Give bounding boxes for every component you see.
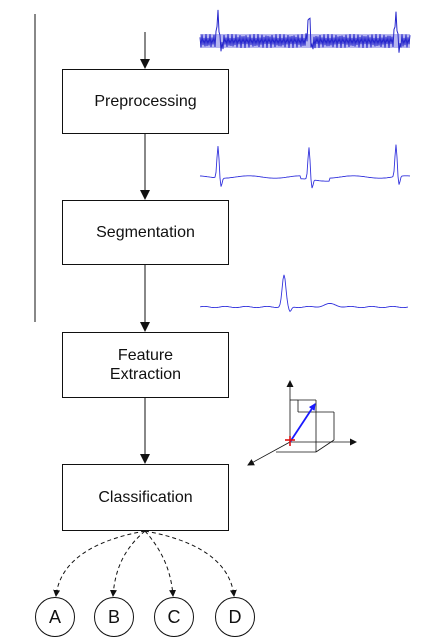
class-circle-a: A — [35, 597, 75, 637]
class-label-d: D — [228, 606, 242, 627]
preprocessing-box: Preprocessing — [62, 69, 229, 134]
segmentation-box: Segmentation — [62, 200, 229, 265]
filtered-ecg-signal — [199, 144, 410, 189]
feature-origin-marker — [285, 436, 295, 446]
class-arrow-b — [109, 530, 146, 597]
classification-box: Classification — [62, 464, 229, 531]
class-label-b: B — [107, 606, 120, 627]
class-arrow-a — [53, 530, 146, 597]
classification-label: Classification — [98, 488, 193, 506]
segmented-heartbeat-signal — [199, 274, 409, 313]
preprocessing-label: Preprocessing — [94, 92, 197, 110]
class-label-c: C — [167, 606, 181, 627]
class-label-a: A — [48, 606, 61, 627]
class-arrow-c — [144, 530, 177, 597]
feature-extraction-label: Feature Extraction — [109, 346, 182, 383]
feature-space-3d-icon — [247, 380, 357, 466]
class-arrow-d — [144, 530, 237, 597]
segmentation-label: Segmentation — [96, 223, 195, 241]
feature-extraction-box: Feature Extraction — [62, 332, 229, 398]
class-circle-b: B — [94, 597, 134, 637]
feature-vector-arrow — [289, 403, 316, 443]
raw-ecg-signal — [199, 9, 411, 53]
class-circle-c: C — [154, 597, 194, 637]
class-circle-d: D — [215, 597, 255, 637]
